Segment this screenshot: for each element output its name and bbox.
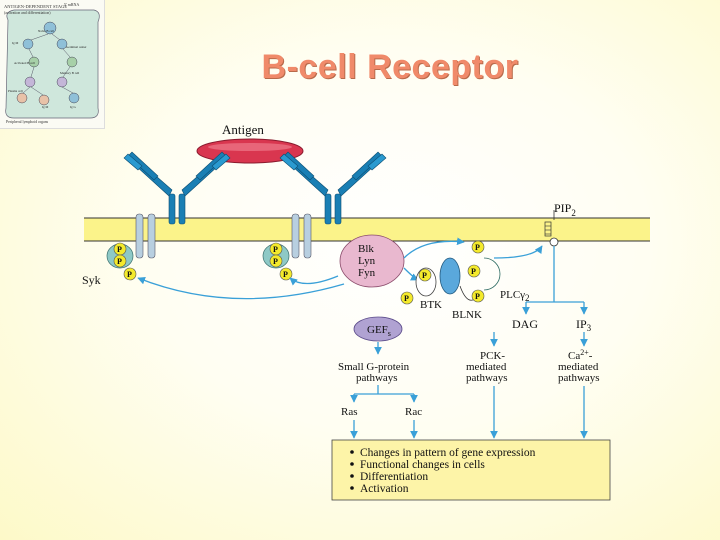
thumbnail-label: Ig M [42, 105, 48, 109]
slide-title: B-cell Receptor [261, 48, 519, 86]
pip2-label: PIP2 [554, 201, 576, 218]
small-g-protein-label: pathways [356, 372, 398, 384]
thumbnail-label: Ig M [12, 41, 18, 45]
small-g-protein-label: Small G-protein [338, 361, 410, 373]
pck-pathway-label: PCK- [480, 350, 505, 362]
gefs-label: GEFs [367, 324, 391, 338]
bullet [350, 462, 354, 466]
pck-pathway-label: pathways [466, 372, 508, 384]
thumbnail-cell [66, 56, 78, 68]
thumbnail-cell [68, 92, 80, 104]
bcr-signaling-diagram: Antigen [64, 118, 656, 510]
phosphate [471, 240, 485, 254]
phosphate-label: P [127, 270, 132, 279]
activation-arrow [403, 267, 419, 281]
thumbnail-label: Ig G [70, 105, 76, 109]
phosphate [113, 254, 127, 268]
outcome-item: Changes in pattern of gene expression [360, 447, 536, 459]
phosphate-label: P [273, 257, 278, 266]
phosphate-label: P [283, 270, 288, 279]
outcome-item: Differentiation [360, 471, 428, 483]
blnk [439, 257, 461, 295]
thumbnail-header: ANTIGEN-DEPENDENT STAGE [4, 4, 67, 9]
syk-label: Syk [82, 273, 101, 287]
phosphate [418, 268, 432, 282]
outcomes-box [331, 439, 611, 501]
gefs [353, 316, 403, 342]
thumbnail-label: Memory B cell [60, 71, 79, 75]
thumbnail-corner: 5' mRNA [64, 2, 79, 7]
thumbnail-cell [56, 38, 68, 50]
activation-arrow [137, 276, 345, 300]
b-cell-receptor [123, 151, 231, 225]
thumbnail-label: Activated B cell [14, 61, 35, 65]
kinase-label-blk: Blk [358, 243, 374, 255]
outcome-item: Functional changes in cells [360, 459, 485, 471]
calcium-pathway-label: pathways [558, 372, 600, 384]
phosphate [400, 291, 414, 305]
thumbnail-label: Naive B cell [38, 29, 54, 33]
thumbnail-figure: ANTIGEN-DEPENDENT STAGE (activation and … [0, 0, 105, 129]
phosphate-label: P [475, 243, 480, 252]
thumbnail-subheader: (activation and differentiation) [4, 11, 51, 15]
phosphate-label: P [117, 257, 122, 266]
bullet [350, 450, 354, 454]
cell-membrane [84, 218, 650, 241]
phosphate [471, 289, 485, 303]
phosphate [279, 267, 293, 281]
thumbnail-cell [56, 76, 68, 88]
phosphate-label: P [471, 267, 476, 276]
src-family-kinase [339, 234, 405, 288]
kinase-label-lyn: Lyn [358, 255, 376, 267]
thumbnail-cell [43, 21, 57, 35]
phosphate-label: P [475, 292, 480, 301]
kinase-label-fyn: Fyn [358, 267, 376, 279]
dag-label: DAG [512, 317, 538, 331]
ras-label: Ras [341, 406, 358, 418]
rac-label: Rac [405, 406, 422, 418]
thumbnail-cell [38, 94, 50, 106]
antigen-label: Antigen [222, 122, 264, 137]
phosphate [123, 267, 137, 281]
activation-arrow [403, 237, 465, 259]
bullet [350, 474, 354, 478]
ip3-label: IP3 [576, 317, 592, 333]
phosphate-label: P [117, 245, 122, 254]
phosphate [269, 254, 283, 268]
plc-label: PLCγ2 [500, 289, 530, 303]
thumbnail-footer: Peripheral lymphoid organs [6, 120, 49, 124]
thumbnail-cell [24, 76, 36, 88]
phosphate-label: P [273, 245, 278, 254]
thumbnail-label: Plasma cell [8, 89, 23, 93]
thumbnail-cell [16, 92, 28, 104]
ig-alpha-beta-tail [135, 213, 312, 259]
b-cell-receptor [279, 151, 387, 225]
activation-arrow [289, 275, 339, 286]
calcium-pathway-label: mediated [558, 361, 599, 373]
phosphate-label: P [404, 294, 409, 303]
pck-pathway-label: mediated [466, 361, 507, 373]
phosphate [467, 264, 481, 278]
thumbnail-cell [22, 38, 34, 50]
calcium-pathway-label: Ca2+- [568, 348, 593, 362]
phosphate-label: P [422, 271, 427, 280]
thumbnail-label: Germinal center [66, 45, 88, 49]
bullet [350, 486, 354, 490]
blnk-label: BLNK [452, 309, 482, 321]
btk-label: BTK [420, 299, 442, 311]
activation-arrow [493, 245, 543, 259]
plc-gamma-2 [483, 257, 501, 291]
outcome-item: Activation [360, 483, 409, 495]
